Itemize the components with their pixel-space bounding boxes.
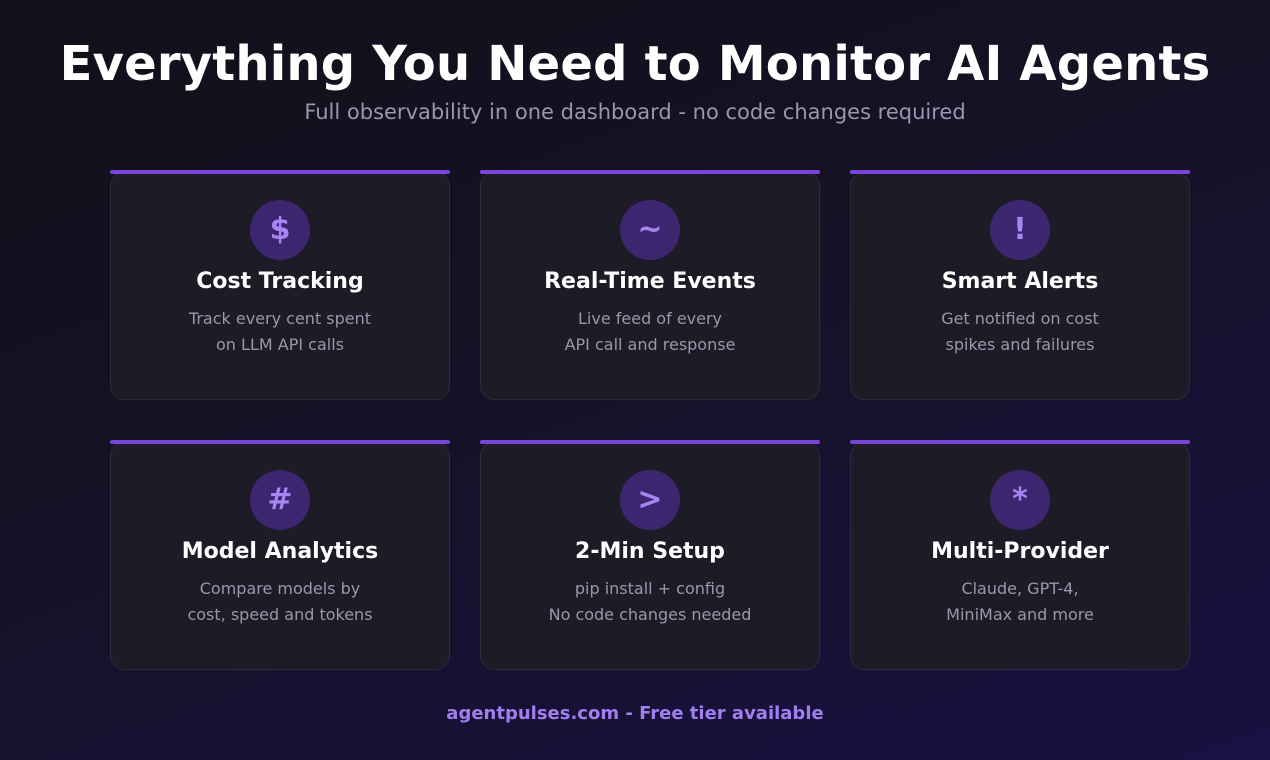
card-accent-bar [110, 440, 450, 444]
card-description-line: MiniMax and more [946, 605, 1094, 624]
exclamation-icon: ! [990, 200, 1050, 260]
card-accent-bar [850, 170, 1190, 174]
card-title: Smart Alerts [941, 269, 1099, 294]
card-description-line: Claude, GPT-4, [961, 579, 1079, 598]
card-description: pip install + config No code changes nee… [480, 576, 820, 628]
card-title: Model Analytics [181, 539, 379, 564]
page-title: Everything You Need to Monitor AI Agents [59, 36, 1211, 92]
card-description-line: cost, speed and tokens [187, 605, 373, 624]
card-description: Get notified on cost spikes and failures [850, 306, 1190, 358]
card-description: Live feed of every API call and response [480, 306, 820, 358]
card-description-line: spikes and failures [945, 335, 1095, 354]
card-description-line: Track every cent spent [188, 309, 372, 328]
footer-website-link[interactable]: agentpulses.com - Free tier available [446, 703, 824, 724]
card-description: Track every cent spent on LLM API calls [110, 306, 450, 358]
card-accent-bar [850, 440, 1190, 444]
card-description-line: Compare models by [199, 579, 361, 598]
card-description-line: Live feed of every [577, 309, 723, 328]
card-description: Compare models by cost, speed and tokens [110, 576, 450, 628]
tilde-wave-icon: ~ [620, 200, 680, 260]
card-description-line: API call and response [564, 335, 736, 354]
feature-grid: $ Cost Tracking Track every cent spent o… [110, 170, 1190, 670]
feature-card-model-analytics: # Model Analytics Compare models by cost… [110, 440, 450, 670]
card-title: 2-Min Setup [575, 539, 725, 564]
dollar-icon: $ [250, 200, 310, 260]
card-description-line: on LLM API calls [216, 335, 344, 354]
page-subtitle: Full observability in one dashboard - no… [304, 100, 966, 124]
feature-card-smart-alerts: ! Smart Alerts Get notified on cost spik… [850, 170, 1190, 400]
card-description-line: No code changes needed [548, 605, 752, 624]
asterisk-icon: * [990, 470, 1050, 530]
prompt-chevron-icon: > [620, 470, 680, 530]
card-accent-bar [480, 170, 820, 174]
feature-card-2-min-setup: > 2-Min Setup pip install + config No co… [480, 440, 820, 670]
card-title: Multi-Provider [931, 539, 1109, 564]
card-title: Real-Time Events [544, 269, 756, 294]
card-title: Cost Tracking [196, 269, 364, 294]
card-description: Claude, GPT-4, MiniMax and more [850, 576, 1190, 628]
feature-card-multi-provider: * Multi-Provider Claude, GPT-4, MiniMax … [850, 440, 1190, 670]
card-description-line: Get notified on cost [941, 309, 1099, 328]
hash-icon: # [250, 470, 310, 530]
feature-card-cost-tracking: $ Cost Tracking Track every cent spent o… [110, 170, 450, 400]
card-accent-bar [480, 440, 820, 444]
card-description-line: pip install + config [574, 579, 726, 598]
feature-card-real-time-events: ~ Real-Time Events Live feed of every AP… [480, 170, 820, 400]
card-accent-bar [110, 170, 450, 174]
